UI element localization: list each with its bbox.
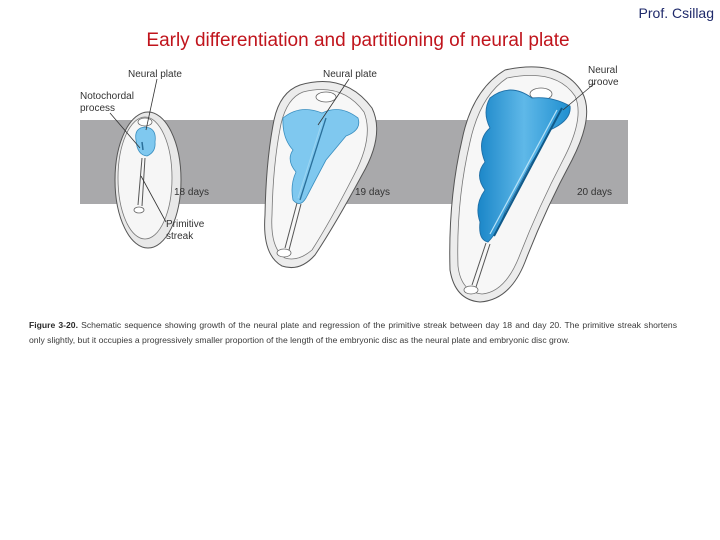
neural-plate-18: [135, 126, 156, 157]
label-18-days: 18 days: [174, 187, 209, 198]
label-neural-plate-mid: Neural plate: [323, 69, 377, 80]
neural-plate-19: [282, 109, 360, 204]
neural-plate-figure: Neural plate Notochordal process Neural …: [80, 65, 628, 303]
caption-figure-label: Figure 3-20.: [29, 320, 78, 330]
label-neural-plate-left: Neural plate: [128, 69, 182, 80]
author-name: Prof. Csillag: [638, 5, 714, 21]
primitive-streak-18: [137, 157, 146, 207]
embryo-19-days: [264, 81, 378, 269]
neural-groove: [493, 107, 563, 237]
figure-caption: Figure 3-20. Schematic sequence showing …: [29, 318, 677, 348]
label-neural-groove-line1: Neural: [588, 65, 617, 76]
label-19-days: 19 days: [355, 187, 390, 198]
primitive-streak-19: [284, 202, 302, 251]
primitive-streak-20: [471, 242, 491, 288]
label-notochordal-line1: Notochordal: [80, 91, 134, 102]
label-neural-groove-line2: groove: [588, 77, 619, 88]
embryo-20-days: [449, 66, 588, 303]
caption-text: Schematic sequence showing growth of the…: [29, 320, 678, 345]
label-primitive-line1: Primitive: [166, 219, 205, 230]
label-notochordal-line2: process: [80, 103, 115, 114]
page-title-text: Early differentiation and partitioning o…: [146, 30, 570, 51]
label-20-days: 20 days: [577, 187, 612, 198]
label-primitive-line2: streak: [166, 231, 194, 242]
leader-lines: [109, 78, 596, 223]
page-title: Early differentiation and partitioning o…: [0, 30, 720, 52]
